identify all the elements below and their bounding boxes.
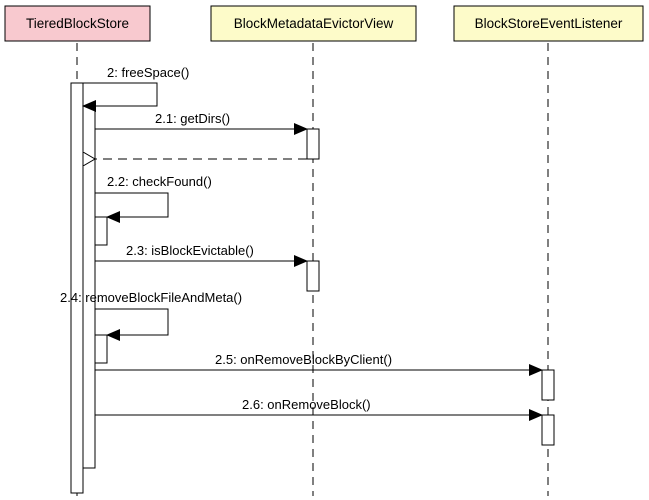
activation-evictor-getdirs: [306, 128, 320, 160]
message-freespace-arrow: [82, 82, 158, 112]
activation-tiered-checkfound: [94, 216, 108, 246]
message-isblockevictable-label: 2.3: isBlockEvictable(): [126, 243, 254, 258]
message-freespace-label: 2: freeSpace(): [107, 65, 189, 80]
message-getdirs-label: 2.1: getDirs(): [155, 111, 230, 126]
message-onremoveblockbyclient: 2.5: onRemoveBlockByClient(): [95, 352, 543, 376]
message-getdirs: 2.1: getDirs(): [95, 111, 308, 135]
message-checkfound: 2.2: checkFound(): [95, 174, 212, 223]
participant-listener: BlockStoreEventListener: [453, 5, 644, 42]
participant-evictor: BlockMetadataEvictorView: [210, 5, 417, 42]
message-onremoveblock-label: 2.6: onRemoveBlock(): [242, 397, 371, 412]
message-onremoveblockbyclient-label: 2.5: onRemoveBlockByClient(): [215, 352, 392, 367]
activation-tiered-inner: [82, 105, 96, 469]
message-onremoveblock: 2.6: onRemoveBlock(): [95, 397, 543, 421]
participant-tiered: TieredBlockStore: [4, 5, 151, 42]
message-removeblockfileandmeta-label: 2.4: removeBlockFileAndMeta(): [60, 290, 242, 305]
participant-tiered-box: [4, 5, 151, 42]
activation-tiered-outer: [70, 82, 84, 494]
message-isblockevictable: 2.3: isBlockEvictable(): [95, 243, 308, 267]
message-freespace: 2: freeSpace(): [82, 65, 189, 112]
participant-evictor-label: BlockMetadataEvictorView: [234, 16, 394, 31]
activation-listener-onremovebyclient: [541, 369, 555, 401]
participant-tiered-label: TieredBlockStore: [26, 16, 129, 31]
participant-evictor-box: [210, 5, 417, 42]
activation-listener-onremoveblock: [541, 414, 555, 446]
message-removeblockfileandmeta: 2.4: removeBlockFileAndMeta(): [60, 290, 242, 341]
activation-evictor-isevictable: [306, 260, 320, 292]
message-checkfound-label: 2.2: checkFound(): [107, 174, 212, 189]
participant-listener-box: [453, 5, 644, 42]
activation-tiered-remove: [94, 334, 108, 364]
message-checkfound-arrow: [95, 192, 169, 223]
message-removeblockfileandmeta-arrow: [95, 308, 169, 341]
participant-listener-label: BlockStoreEventListener: [475, 16, 623, 31]
